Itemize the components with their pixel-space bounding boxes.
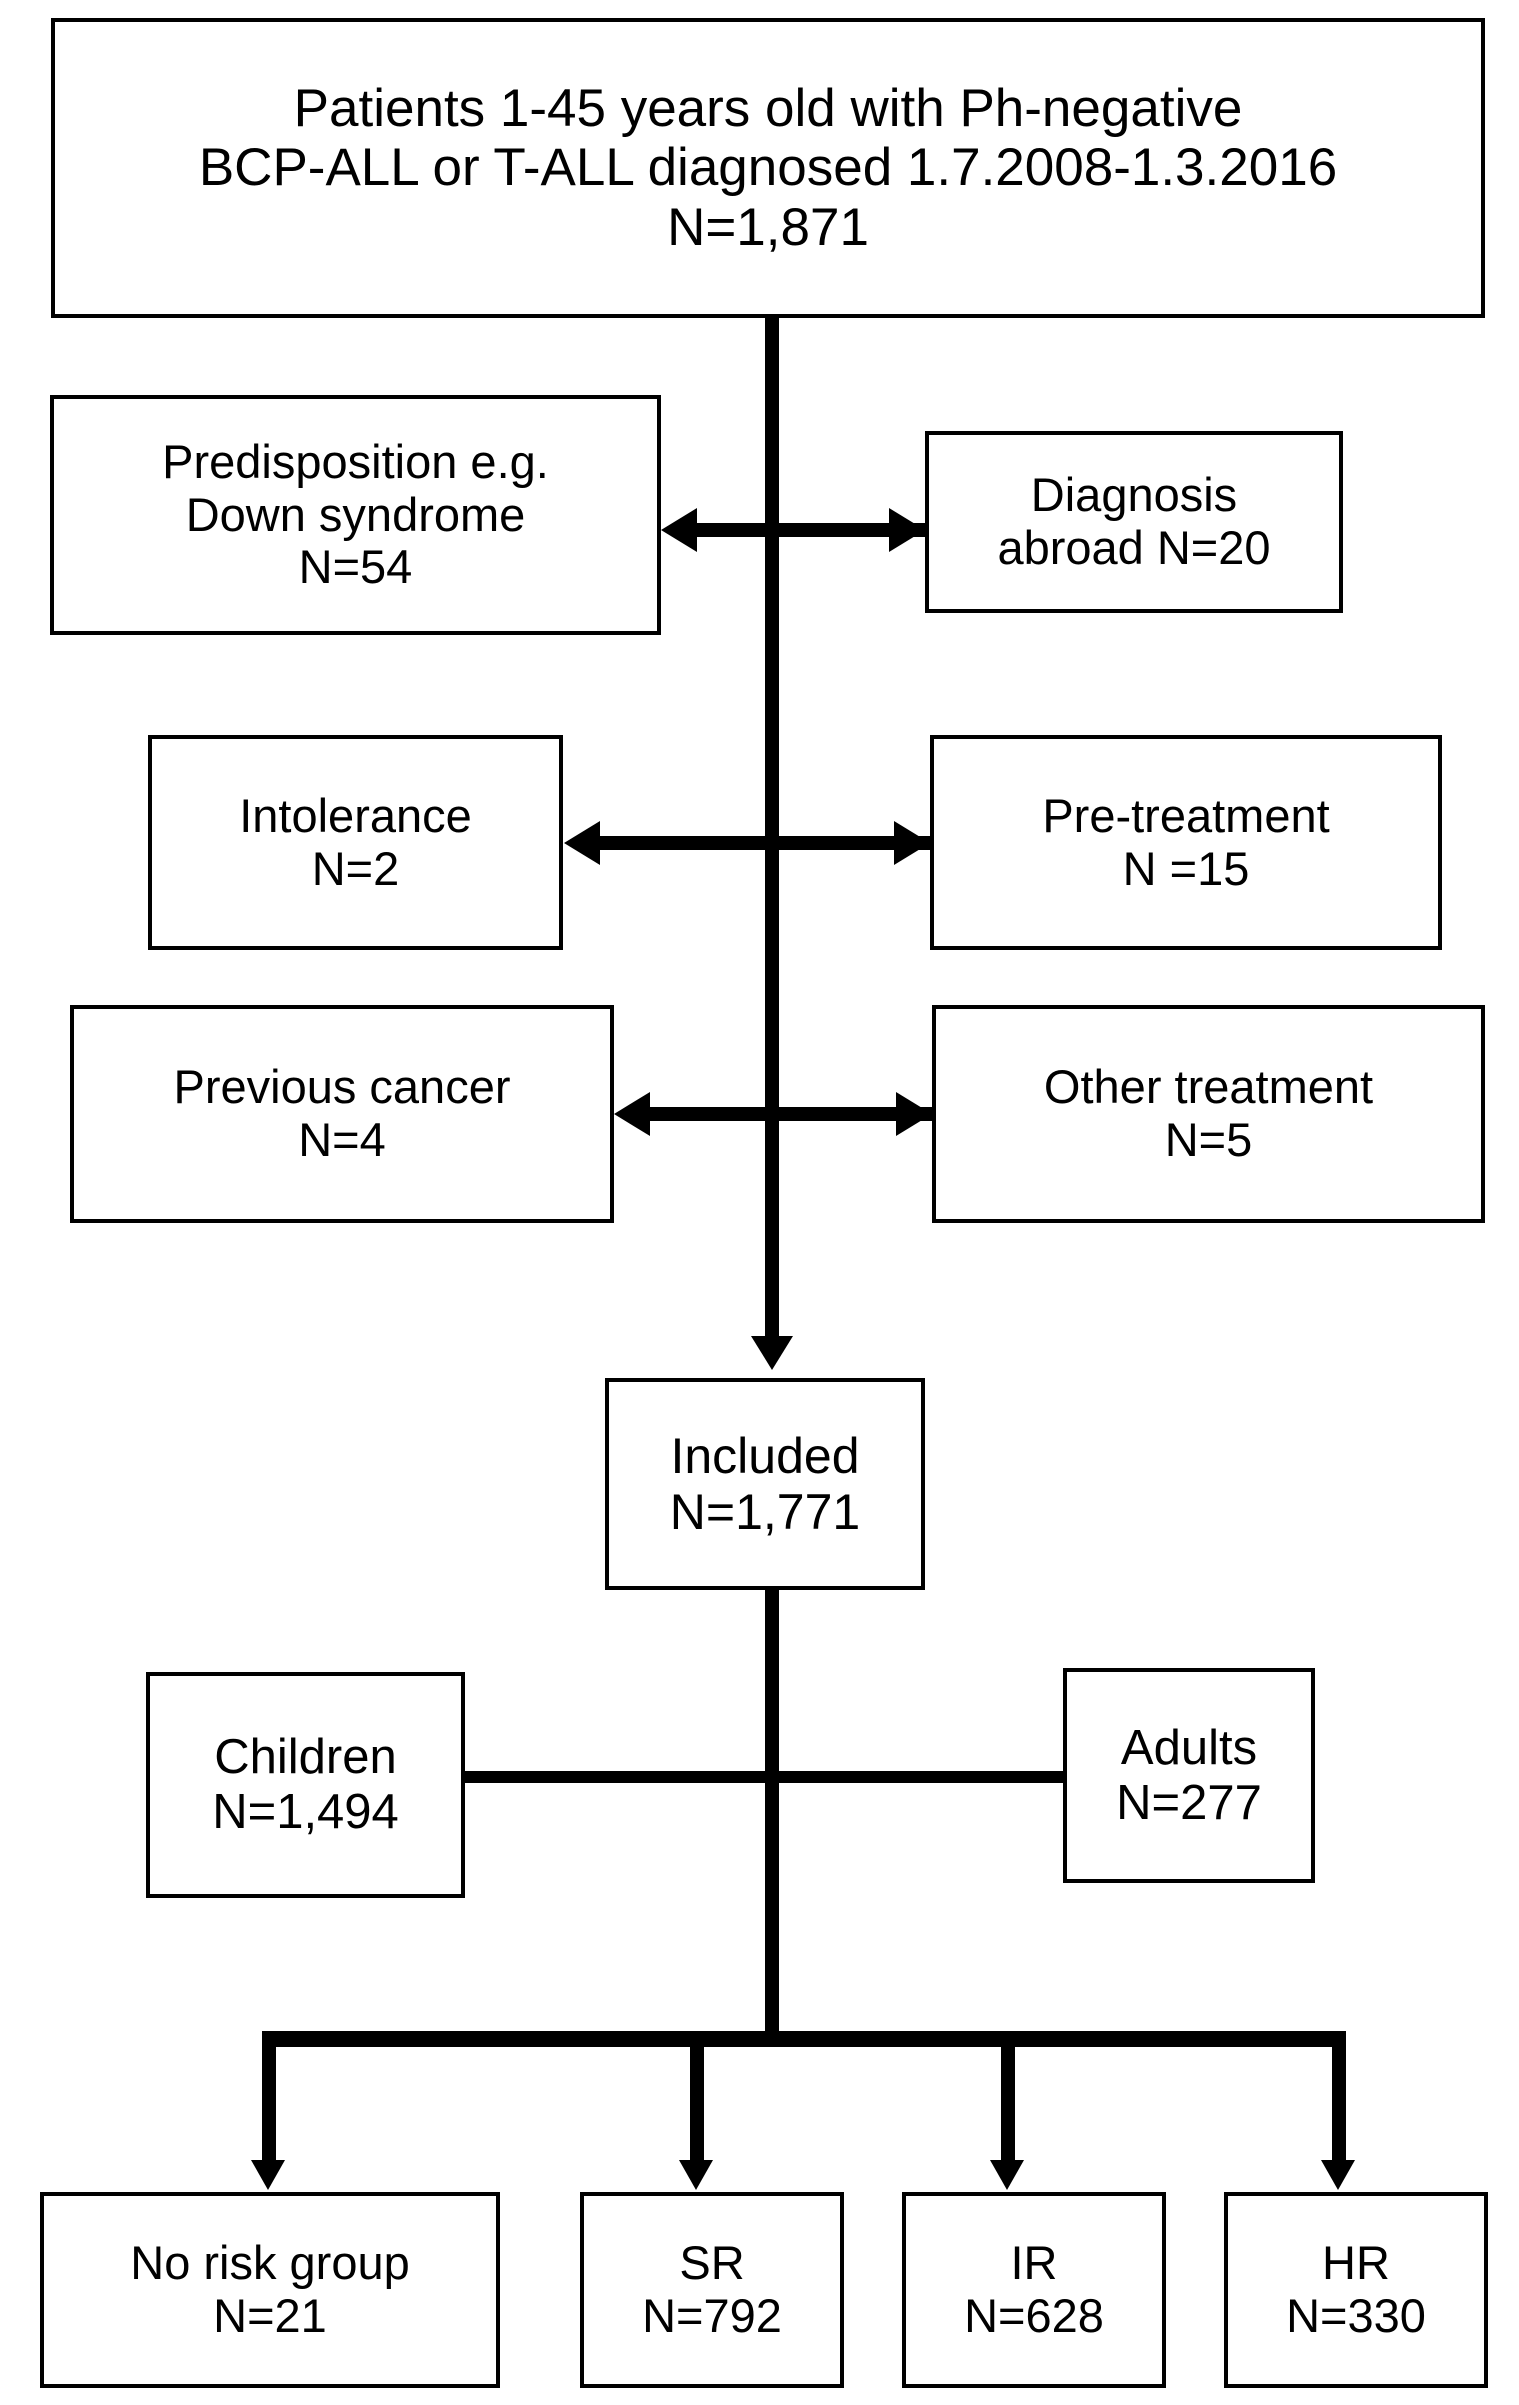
predisposition-line-2: Down syndrome: [185, 487, 526, 541]
box-predisposition: Predisposition e.g. Down syndrome N=54: [50, 395, 661, 635]
branch-stem-hr: [1332, 2047, 1346, 2160]
connector-row-3-arrow-right: [896, 1092, 932, 1136]
branch-arrow-hr: [1321, 2160, 1355, 2190]
connector-row-3-arrow-left: [614, 1092, 650, 1136]
box-adults: Adults N=277: [1063, 1668, 1315, 1883]
adults-line-1: Adults: [1120, 1720, 1258, 1775]
children-line-1: Children: [214, 1730, 397, 1785]
trunk-arrow-to-included: [751, 1336, 793, 1370]
box-intolerance: Intolerance N=2: [148, 735, 563, 950]
box-children: Children N=1,494: [146, 1672, 465, 1898]
previous-cancer-line-1: Previous cancer: [173, 1060, 511, 1114]
connector-row-2-arrow-right: [894, 821, 930, 865]
adults-line-2: N=277: [1116, 1775, 1262, 1830]
box-pre-treatment: Pre-treatment N =15: [930, 735, 1442, 950]
connector-row-1-arrow-left: [661, 508, 697, 552]
predisposition-line-3: N=54: [298, 540, 413, 594]
box-ir: IR N=628: [902, 2192, 1166, 2388]
children-line-2: N=1,494: [212, 1785, 399, 1839]
connector-row-2-arrow-left: [564, 821, 600, 865]
intolerance-line-1: Intolerance: [239, 788, 472, 842]
other-treatment-line-1: Other treatment: [1043, 1060, 1374, 1114]
cohort-line-3: N=1,871: [667, 197, 869, 257]
branch-arrow-ir: [990, 2160, 1024, 2190]
branch-horizontal-bar: [262, 2031, 1346, 2047]
predisposition-line-1: Predisposition e.g.: [162, 435, 549, 489]
hr-line-1: HR: [1322, 2236, 1390, 2290]
previous-cancer-line-2: N=4: [298, 1113, 386, 1166]
box-included: Included N=1,771: [605, 1378, 925, 1590]
included-line-1: Included: [670, 1428, 860, 1484]
box-hr: HR N=330: [1224, 2192, 1488, 2388]
trunk-lower-vertical: [765, 1590, 779, 2042]
connector-row-1-arrow-right: [889, 508, 925, 552]
sr-line-1: SR: [679, 2236, 745, 2290]
branch-stem-ir: [1001, 2047, 1015, 2160]
box-sr: SR N=792: [580, 2192, 844, 2388]
diagnosis-abroad-line-1: Diagnosis: [1030, 468, 1238, 522]
connector-row-2: [600, 836, 930, 850]
box-cohort: Patients 1-45 years old with Ph-negative…: [51, 18, 1485, 318]
connector-row-3: [650, 1107, 932, 1121]
no-risk-group-line-1: No risk group: [130, 2236, 410, 2290]
branch-arrow-sr: [679, 2160, 713, 2190]
box-other-treatment: Other treatment N=5: [932, 1005, 1485, 1223]
no-risk-group-line-2: N=21: [213, 2289, 327, 2342]
branch-stem-no-risk-group: [262, 2047, 276, 2160]
hr-line-2: N=330: [1286, 2289, 1426, 2342]
ir-line-2: N=628: [964, 2289, 1104, 2342]
other-treatment-line-2: N=5: [1164, 1113, 1253, 1166]
branch-stem-sr: [690, 2047, 704, 2160]
branch-arrow-no-risk-group: [251, 2160, 285, 2190]
pre-treatment-line-1: Pre-treatment: [1042, 788, 1330, 842]
box-previous-cancer: Previous cancer N=4: [70, 1005, 614, 1223]
box-no-risk-group: No risk group N=21: [40, 2192, 500, 2388]
cohort-line-2: BCP-ALL or T-ALL diagnosed 1.7.2008-1.3.…: [198, 138, 1338, 198]
connector-children-adults: [465, 1771, 1063, 1783]
pre-treatment-line-2: N =15: [1122, 841, 1250, 895]
cohort-line-1: Patients 1-45 years old with Ph-negative: [293, 78, 1243, 138]
sr-line-2: N=792: [642, 2289, 782, 2342]
intolerance-line-2: N=2: [311, 841, 400, 895]
diagnosis-abroad-line-2: abroad N=20: [997, 521, 1271, 574]
connector-row-1: [697, 523, 925, 537]
trunk-main-vertical: [765, 318, 779, 1336]
ir-line-1: IR: [1010, 2236, 1058, 2290]
box-diagnosis-abroad: Diagnosis abroad N=20: [925, 431, 1343, 613]
included-line-2: N=1,771: [669, 1484, 861, 1540]
